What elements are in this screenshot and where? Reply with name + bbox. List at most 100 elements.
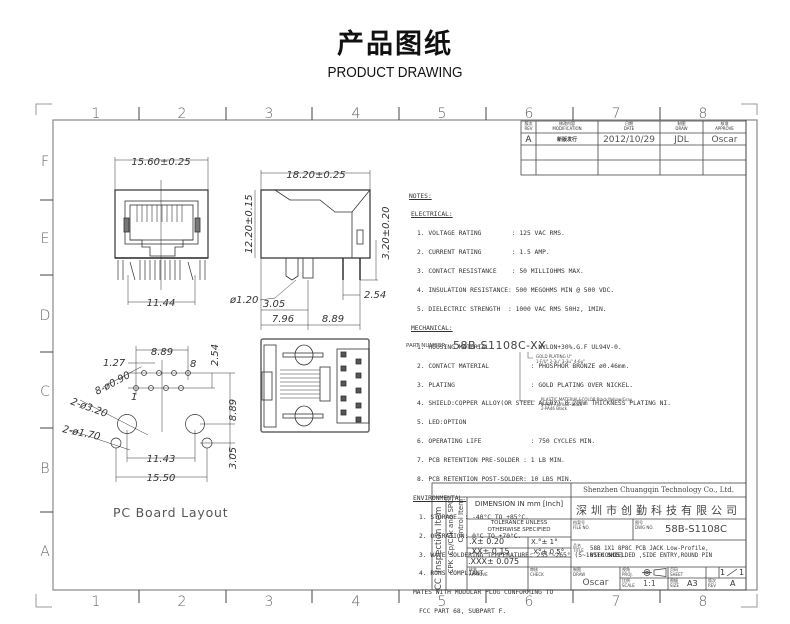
note-line: 2. OPERATION: 0°C TO +70°C.	[419, 532, 522, 540]
check-en: CHECK	[530, 571, 544, 577]
rev-header-rev: 版次 REV	[521, 121, 536, 131]
rev-header-cn: 版次	[524, 121, 533, 126]
col-label: 6	[525, 106, 534, 122]
row-labels: F E D C B A	[40, 154, 51, 560]
dwg-no-value: 58B-S1108C	[665, 524, 727, 535]
rev-header-en: APPROVE	[715, 125, 734, 131]
approve-label: 核准 APPROVE	[469, 567, 488, 577]
col-label: 2	[178, 594, 187, 610]
col-label: 6	[525, 594, 534, 610]
part-number-label: PART NUMBER:	[406, 343, 447, 349]
note-line: 6. OPERATING LIFE : 750 CYCLES MIN.	[417, 438, 596, 446]
pcb-hole-small: 8-ø0.90	[93, 370, 132, 398]
revision-table-grid	[520, 120, 747, 176]
note-line: 4. SHIELD:COPPER ALLOY(OR STEEL ALLOY) 0…	[417, 400, 672, 408]
approve-en: APPROVE	[469, 571, 488, 577]
file-no-en: FILE NO.	[573, 524, 590, 530]
title-line-1: 58B 1X1 8P8C PCB JACK Low-Profile,	[590, 546, 709, 552]
part-number-leaders	[519, 352, 535, 402]
pcb-dim-889-side: 8.89	[228, 399, 239, 421]
drawing-frame	[52, 119, 758, 591]
title-value: 58B 1X1 8P8C PCB JACK Low-Profile, WITH …	[590, 546, 712, 560]
rev-cell-rev: A	[525, 135, 532, 145]
pcb-dim-254: 2.54	[210, 344, 221, 366]
rev-header-date: 日期 DATE	[598, 121, 660, 131]
sheet-slash	[726, 568, 738, 577]
note-line: 3. WAVE SOLDERING TEMPERATURE: 255°~265°…	[419, 551, 628, 559]
rev-header-draw: 制图 DRAW	[660, 121, 703, 131]
dim-side-pinlen: 3.20±0.20	[381, 207, 392, 260]
proj-label: 视角 PROJ.	[622, 567, 633, 577]
part-option-2-title: PLASTIC MATERIAL&COLOR:Black/Yellow/Gray	[541, 397, 633, 402]
pcb-dim-1550: 15.50	[147, 473, 176, 484]
note-line: 7. PCB RETENTION PRE-SOLDER : 1 LB MIN.	[417, 457, 565, 465]
part-option-1: GOLD PLATING U" 1-F/U" 2-3u" 3-3u" 4-6u"	[536, 354, 585, 364]
note-line: 2. CURRENT RATING : 1.5 AMP.	[417, 249, 550, 257]
pcb-dim-127: 1.27	[103, 358, 126, 369]
note-line: FCC PART 68, SUBPART F.	[419, 608, 507, 616]
proj-en: PROJ.	[622, 571, 633, 577]
note-line: 3. CONTACT RESISTANCE : 50 MILLIOHMS MAX…	[417, 268, 584, 276]
inspection-item-label: CC :Inspection Item	[434, 506, 444, 590]
rev-label: 版次 REV	[708, 578, 717, 588]
dwg-no-label: 图号 DWG NO.	[635, 520, 654, 530]
title-label: 品名 TITLE	[573, 543, 584, 553]
tolerance-title-1: TOLERANCE UNLESS	[490, 520, 548, 526]
col-label: 4	[352, 594, 361, 610]
dim-side-height: 12.20±0.15	[244, 194, 255, 253]
dim-side-length: 18.20±0.25	[286, 170, 345, 181]
projection-icon	[642, 568, 667, 577]
note-line: 5. LED:OPTION	[417, 419, 467, 427]
col-label: 3	[265, 594, 274, 610]
sheet-en: SHEET	[670, 571, 684, 577]
title-en: TITLE	[573, 547, 584, 553]
rev-cell-draw: JDL	[674, 135, 689, 145]
note-line: 3. PLATING : GOLD PLATING OVER NICKEL.	[417, 381, 634, 389]
column-labels-top: 1 2 3 4 5 6 7 8	[92, 106, 708, 122]
scale-value: 1:1	[643, 579, 656, 588]
rev-en: REV	[708, 582, 717, 588]
file-no-label: 档案号 FILE NO.	[573, 520, 590, 530]
check-label: 审核 CHECK	[530, 567, 544, 577]
note-line: 1. VOLTAGE RATING : 125 VAC RMS.	[417, 230, 565, 238]
row-label: F	[41, 154, 49, 170]
pcb-dim-1143: 11.43	[147, 454, 176, 465]
col-label: 7	[612, 106, 621, 122]
col-label: 5	[438, 106, 447, 122]
pcb-pin1: 1	[131, 392, 137, 403]
note-line: 2. CONTACT MATERIAL : PHOSPHOR BRONZE ø0…	[417, 362, 630, 370]
check-cn: 审核	[530, 567, 538, 572]
notes-block: NOTES: ELECTRICAL: 1. VOLTAGE RATING : 1…	[409, 181, 671, 622]
pcb-dim-889-top: 8.89	[151, 347, 173, 358]
col-label: 2	[178, 106, 187, 122]
dim-side-254: 2.54	[364, 290, 386, 301]
tol-angle-2: .X°± 0.5°	[531, 548, 565, 556]
col-label: 8	[699, 106, 708, 122]
notes-electrical-title: ELECTRICAL:	[411, 211, 453, 219]
spc-item-label: CPK :Cp/Cpk and SPC Control Item	[447, 499, 465, 574]
corner-marks	[35, 103, 758, 608]
draw-label: 制图 DRAW	[573, 567, 586, 577]
company-name-cn: 深圳市创勤科技有限公司	[576, 504, 741, 517]
dwg-no-en: DWG NO.	[635, 524, 654, 530]
size-cn: 图幅	[670, 578, 678, 583]
col-label: 3	[265, 106, 274, 122]
proj-cn: 视角	[622, 567, 630, 572]
note-line: 1. STORAGE : -40°C TO +85°C.	[419, 513, 529, 521]
note-line: 4. ROHS COMPLIANT	[419, 570, 484, 578]
tol-angle-1: X.°± 1°	[531, 538, 558, 546]
title-block-grid	[431, 482, 747, 591]
tolerance-title: TOLERANCE UNLESS OTHERWISE SPECIFIED	[467, 520, 571, 533]
drawer-value: Oscar	[582, 578, 609, 588]
rev-cn: 版次	[708, 578, 716, 583]
scale-label: 比例 SCALE	[622, 578, 635, 588]
title-line-2: WITH SHIELDED ,SIDE ENTRY,ROUND PIN	[590, 553, 713, 559]
rev-header-en: DRAW	[675, 125, 688, 131]
draw-en: DRAW	[573, 571, 586, 577]
part-option-2-v2: 2-PA46 Black	[541, 406, 568, 411]
part-option-2: PLASTIC MATERIAL&COLOR:Black/Yellow/Gray…	[541, 397, 633, 412]
notes-title: NOTES:	[409, 192, 432, 200]
pcb-pin8: 8	[190, 359, 196, 370]
rev-header-approve: 核准 APPROVE	[703, 121, 746, 131]
